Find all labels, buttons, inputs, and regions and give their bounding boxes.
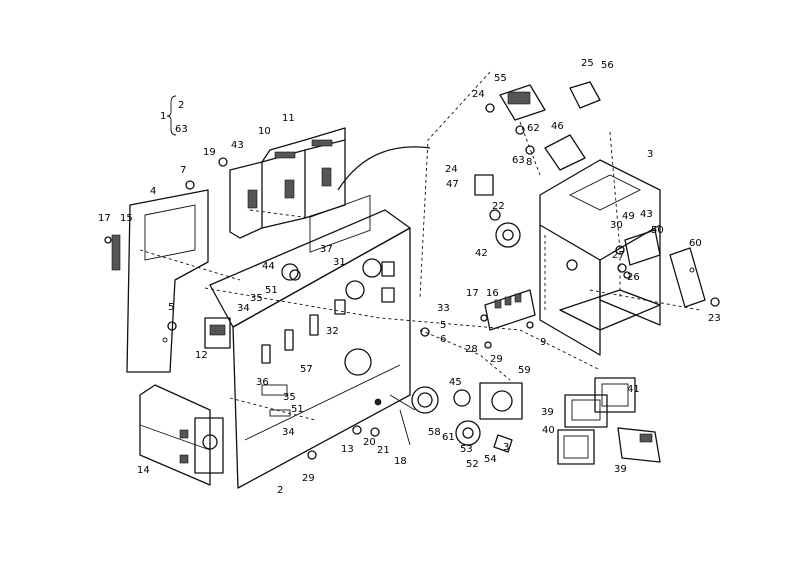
callout-label: 53 (460, 444, 473, 455)
callout-label: 41 (627, 384, 640, 395)
bracket-assembly (615, 229, 661, 273)
side-plate (669, 247, 720, 308)
callout-label: 18 (394, 456, 407, 467)
callout-label: 15 (120, 213, 133, 224)
callout-label: 62 (527, 123, 540, 134)
callout-label: 9 (540, 337, 546, 348)
callout-label: 2 (178, 100, 184, 111)
callout-label: 51 (291, 404, 304, 415)
callout-label: 61 (442, 432, 455, 443)
rear-chassis-box (539, 159, 661, 356)
switch-module (204, 317, 231, 349)
callout-label: 17 (466, 288, 479, 299)
callout-label: 28 (465, 344, 478, 355)
callout-label: 25 (581, 58, 594, 69)
callout-label: 43 (640, 209, 653, 220)
wiring-harness-arc (337, 146, 431, 191)
callout-label: 33 (437, 303, 450, 314)
callout-label: 58 (428, 427, 441, 438)
callout-label: 54 (484, 454, 497, 465)
callout-label: 3 (647, 149, 653, 160)
callout-label: 8 (526, 157, 532, 168)
side-cover-panel (111, 189, 209, 373)
terminal-strip (484, 289, 536, 331)
actuator-and-motor (474, 174, 521, 248)
callout-label: 12 (195, 350, 208, 361)
dashed-guide-lines (139, 71, 701, 421)
callout-label: 34 (237, 303, 250, 314)
callout-label: 10 (258, 126, 271, 137)
callout-label: 40 (542, 425, 555, 436)
callout-label: 27 (612, 250, 625, 261)
callout-label: 49 (622, 211, 635, 222)
callout-label: 30 (610, 220, 623, 231)
callout-label: 45 (449, 377, 462, 388)
callout-label: 14 (137, 465, 150, 476)
callout-label: 50 (651, 225, 664, 236)
callout-labels: 1 2 63 19 43 10 11 7 4 17 15 5 12 34 35 … (98, 58, 721, 496)
callout-label: 20 (363, 437, 376, 448)
callout-label: 44 (262, 261, 275, 272)
callout-label: 19 (203, 147, 216, 158)
callout-label: 47 (446, 179, 459, 190)
callout-label: 21 (377, 445, 390, 456)
callout-label: 60 (689, 238, 702, 249)
upper-components (485, 81, 601, 171)
callout-label: 35 (283, 392, 296, 403)
callout-label: 39 (614, 464, 627, 475)
callout-label: 39 (541, 407, 554, 418)
callout-label: 29 (490, 354, 503, 365)
callout-label: 51 (265, 285, 278, 296)
callout-label: 2 (277, 485, 283, 496)
callout-label: 46 (551, 121, 564, 132)
callout-label: 63 (512, 155, 525, 166)
callout-label: 17 (98, 213, 111, 224)
callout-label: 55 (494, 73, 507, 84)
assembly-group-bracket (166, 95, 177, 136)
receptacles-and-gauge (307, 382, 523, 460)
callout-label: 43 (231, 140, 244, 151)
callout-label: 24 (472, 89, 485, 100)
callout-label: 34 (282, 427, 295, 438)
front-control-panel (209, 194, 411, 489)
callout-label: 16 (486, 288, 499, 299)
hardware-fasteners (104, 180, 631, 349)
callout-label: 56 (601, 60, 614, 71)
callout-label: 23 (708, 313, 721, 324)
callout-label: 7 (180, 165, 186, 176)
callout-label: 5 (168, 302, 174, 313)
callout-label: 22 (492, 201, 505, 212)
callout-label: 59 (518, 365, 531, 376)
callout-label: 6 (440, 334, 446, 345)
callout-label: 31 (333, 257, 346, 268)
callout-label: 4 (150, 186, 156, 197)
callout-label: 26 (627, 272, 640, 283)
callout-label: 11 (282, 113, 295, 124)
callout-label: 35 (250, 293, 263, 304)
callout-label: 1 (160, 111, 166, 122)
callout-label: 29 (302, 473, 315, 484)
callout-label: 5 (440, 320, 446, 331)
panel-meters (557, 377, 661, 465)
callout-label: 52 (466, 459, 479, 470)
callout-label: 3 (503, 442, 509, 453)
callout-label: 32 (326, 326, 339, 337)
callout-label: 42 (475, 248, 488, 259)
callout-label: 37 (320, 244, 333, 255)
callout-label: 57 (300, 364, 313, 375)
callout-label: 24 (445, 164, 458, 175)
callout-label: 63 (175, 124, 188, 135)
control-box-assembly (139, 384, 224, 486)
callout-label: 36 (256, 377, 269, 388)
callout-label: 13 (341, 444, 354, 455)
